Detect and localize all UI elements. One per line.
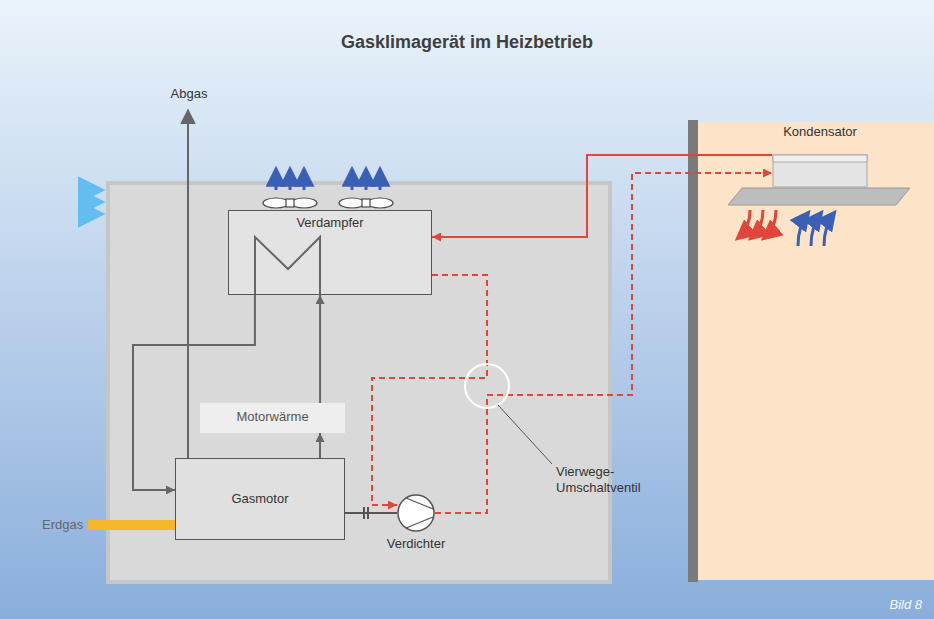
node-label: Verdichter xyxy=(387,536,446,552)
indoor-room xyxy=(697,122,934,580)
coolant-line xyxy=(319,433,321,458)
gas-engine-box: Gasmotor xyxy=(175,458,345,540)
node-label: Gasmotor xyxy=(176,459,344,507)
intake-air-arrows xyxy=(80,190,100,214)
shaft-coupling xyxy=(364,507,368,519)
figure-caption: Bild 8 xyxy=(889,597,922,613)
compressor-symbol: Verdichter xyxy=(397,494,435,532)
drive-shaft xyxy=(345,512,397,514)
node-label: Verdampfer xyxy=(229,211,431,231)
gas-supply-pipe xyxy=(88,520,176,530)
gas-supply-label: Erdgas xyxy=(42,517,83,533)
node-label: Kondensator xyxy=(772,120,868,140)
refrigerant-line xyxy=(432,155,772,237)
engine-heat-band: Motorwärme xyxy=(200,403,345,433)
valve-callout: Vierwege- Umschaltventil xyxy=(556,464,656,496)
node-label: Motorwärme xyxy=(200,403,345,425)
warm-air-arrows xyxy=(738,210,776,238)
condenser-unit: Kondensator xyxy=(772,120,868,188)
four-way-valve xyxy=(465,364,509,408)
indoor-unit-plate xyxy=(728,188,910,205)
exhaust-label: Abgas xyxy=(171,86,208,102)
exhaust-gas-line xyxy=(187,110,189,458)
wall xyxy=(688,120,698,582)
refrigerant-line xyxy=(435,173,772,513)
return-air-arrows xyxy=(798,213,834,246)
exhaust-air-arrows xyxy=(276,170,380,190)
refrigerant-line xyxy=(372,275,487,505)
outdoor-unit-housing xyxy=(108,183,610,582)
evaporator-box: Verdampfer xyxy=(228,210,432,295)
diagram-title: Gasklimagerät im Heizbetrieb xyxy=(0,34,934,50)
fan-symbol xyxy=(263,198,393,208)
leader-line xyxy=(498,405,552,464)
compressor-symbol xyxy=(397,494,435,532)
coolant-line xyxy=(319,295,321,403)
